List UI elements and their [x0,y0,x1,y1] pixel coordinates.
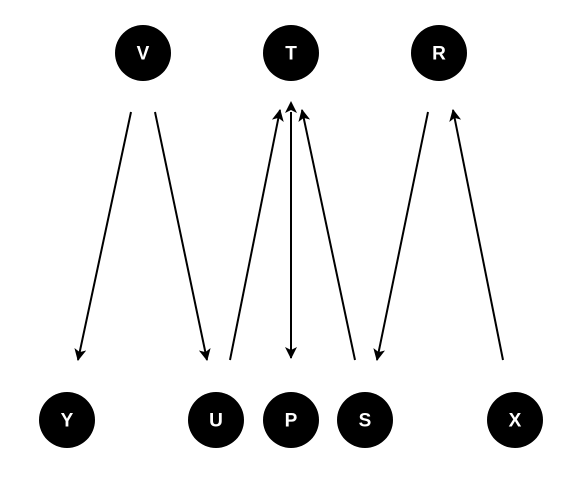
edges-group [74,101,504,361]
node-circle [337,392,393,448]
node-v: V [115,25,171,81]
node-p: P [263,392,319,448]
node-circle [188,392,244,448]
edge-s-t [298,109,356,361]
node-t: T [263,25,319,81]
node-circle [39,392,95,448]
node-label: P [285,411,298,432]
node-label: R [432,44,446,65]
nodes-group: V T R Y U P S X [39,25,543,448]
edge-v-u [154,111,211,361]
node-circle [487,392,543,448]
edge-v-y [74,111,132,361]
edge-r-s [373,111,429,361]
node-circle [115,25,171,81]
node-y: Y [39,392,95,448]
node-r: R [411,25,467,81]
node-label: V [137,44,150,65]
node-s: S [337,392,393,448]
edge-u-t [229,109,284,361]
node-label: S [359,411,372,432]
edge-x-r [449,109,504,361]
node-label: X [509,411,522,432]
node-label: U [209,411,223,432]
node-circle [263,25,319,81]
node-label: Y [61,411,74,432]
node-label: T [285,44,297,65]
node-circle [411,25,467,81]
node-circle [263,392,319,448]
node-u: U [188,392,244,448]
node-x: X [487,392,543,448]
